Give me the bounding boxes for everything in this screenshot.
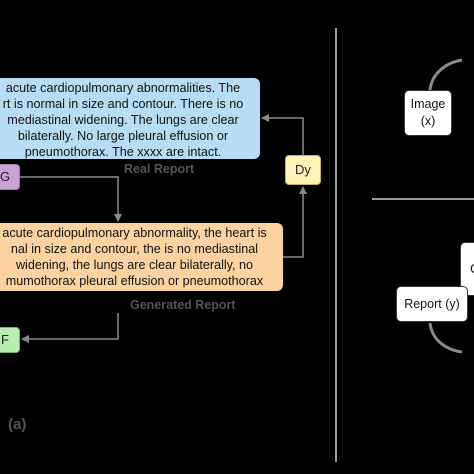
- generated-report-caption: Generated Report: [130, 298, 236, 312]
- arrow-dy-to-real: [261, 114, 304, 155]
- report-node: Report (y): [396, 286, 468, 322]
- real-report-box: acute cardiopulmonary abnormalities. The…: [0, 78, 260, 159]
- arrow-generated-to-f: [21, 313, 119, 343]
- f-node: F: [0, 327, 20, 353]
- real-report-caption: Real Report: [124, 162, 195, 176]
- arrow-g-to-generated: [20, 176, 122, 222]
- generated-report-box: acute cardiopulmonary abnormality, the h…: [0, 223, 283, 291]
- report-discriminator-node: Dy: [285, 155, 321, 185]
- curve-bottom: [428, 322, 463, 354]
- generator-node: G: [0, 164, 20, 190]
- image-node: Image (x): [404, 90, 452, 136]
- panel-label: (a): [8, 416, 27, 433]
- curve-top: [428, 58, 463, 91]
- arrow-generated-to-dy: [283, 186, 307, 258]
